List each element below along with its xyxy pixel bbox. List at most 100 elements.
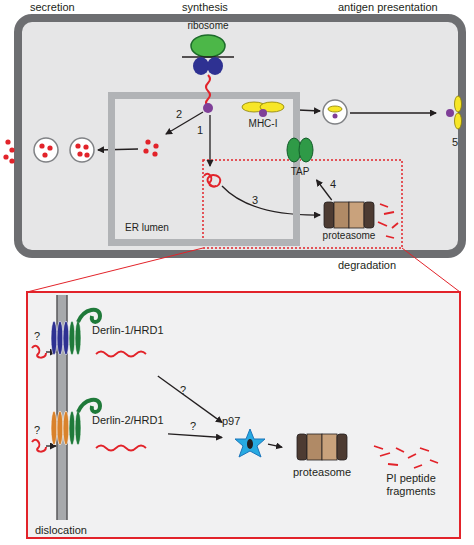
mrna: [182, 56, 234, 58]
dislocation-arrow: [46, 445, 56, 446]
cell-outline: [18, 18, 462, 254]
ribosome: ribosome: [170, 20, 246, 116]
peptide-fragments: [378, 204, 398, 238]
secreted-protein: [9, 158, 14, 163]
proteasome-cap: [337, 434, 347, 460]
misfolded-protein: [32, 440, 46, 452]
folded-protein: [145, 139, 150, 144]
connector-arrow: [317, 180, 332, 200]
derlin-helix: [63, 411, 69, 445]
folded-protein: [153, 143, 158, 148]
pathway-arrow: [222, 186, 320, 215]
secreted-protein: [5, 139, 10, 144]
callout-number: ?: [180, 384, 186, 397]
surface-mhc: [455, 96, 462, 112]
detail-panel: [27, 292, 460, 538]
derlin-complex: Derlin-2/HRD1: [48, 394, 168, 466]
proteasome: proteasome: [312, 200, 386, 246]
hrd1-helix: [75, 321, 81, 355]
node-label: proteasome: [312, 230, 386, 242]
annotation: antigen presentation: [338, 1, 438, 14]
proteasome-ring: [307, 434, 322, 460]
secreted-protein: [47, 145, 52, 150]
misfolded-protein: [32, 346, 46, 358]
secretory-vesicle: [70, 138, 94, 162]
secreted-protein: [83, 144, 88, 149]
proteasome-ring: [349, 202, 364, 228]
peptide-fragments: [374, 446, 438, 468]
callout-number: ?: [34, 330, 40, 343]
node-label: ER lumen: [125, 222, 169, 234]
secreted-protein: [42, 152, 47, 157]
tap-subunit: [299, 138, 313, 162]
p97-pore: [247, 439, 253, 449]
folded-protein: [143, 148, 148, 153]
annotation: degradation: [338, 259, 396, 272]
secreted-protein: [3, 154, 8, 159]
callout-number: 3: [252, 194, 258, 207]
pathway-arrow: [209, 115, 210, 166]
node-label: Derlin-1/HRD1: [92, 324, 164, 336]
p97-star: [235, 429, 265, 457]
node-label: ribosome: [170, 20, 246, 32]
folded-protein: [152, 151, 157, 156]
node-label: MHC-I: [232, 118, 294, 130]
secretory-vesicle: [34, 138, 58, 162]
zoom-line: [27, 248, 203, 292]
callout-number: 2: [176, 108, 182, 121]
p97-atpase: p97: [222, 415, 268, 463]
small-subunit: [207, 57, 223, 75]
secreted-protein: [9, 147, 14, 152]
proteasome-cap: [297, 434, 307, 460]
hrd1-ring-domain: [78, 310, 100, 322]
signal-peptide: [203, 103, 213, 113]
pathway-arrow: [350, 112, 436, 113]
mhc-molecule: [328, 106, 342, 112]
callout-number: ?: [34, 424, 40, 437]
nascent-chain: [206, 75, 210, 107]
surface-mhc: [455, 113, 462, 129]
mhc-light-chain: [259, 109, 267, 117]
connector-arrow: [268, 444, 282, 447]
connector-arrow: [158, 376, 222, 422]
proteasome-ring: [334, 202, 349, 228]
derlin-complex: Derlin-1/HRD1: [48, 304, 168, 376]
annotation: dislocation: [35, 524, 87, 537]
derlin-shape: [48, 394, 168, 466]
connector-arrow: [168, 434, 222, 438]
derlin-helix: [51, 411, 57, 445]
derlin-helix: [57, 321, 63, 355]
unfolded-chain: [96, 446, 146, 451]
zoom-line: [402, 248, 460, 292]
ribosome-shape: [170, 20, 246, 116]
node-label: Derlin-2/HRD1: [92, 414, 164, 426]
mhc-complex: MHC-I: [232, 98, 294, 134]
secreted-protein: [77, 151, 82, 156]
node-label: proteasome: [282, 466, 362, 478]
proteasome-cap: [324, 202, 334, 228]
callout-number: 4: [330, 178, 336, 191]
callout-number: 1: [197, 124, 203, 137]
hrd1-ring-domain: [78, 400, 100, 412]
callout-number: 5: [452, 136, 458, 149]
annotation: PI peptide fragments: [378, 472, 444, 498]
hrd1-helix: [69, 411, 75, 445]
mhc-light-chain: [446, 109, 454, 117]
hrd1-helix: [69, 321, 75, 355]
small-subunit: [193, 57, 209, 75]
mhc-light-chain: [333, 114, 338, 119]
derlin-helix: [63, 321, 69, 355]
secreted-protein: [75, 143, 80, 148]
zoom-region: [203, 160, 402, 248]
transport-vesicle: [323, 100, 347, 124]
annotation: secretion: [30, 1, 75, 14]
pathway-arrow: [298, 110, 320, 111]
tap-transporter: TAP: [282, 136, 318, 180]
node-label: p97: [222, 415, 240, 427]
proteasome-cap: [364, 202, 374, 228]
large-subunit: [191, 35, 225, 57]
derlin-helix: [51, 321, 57, 355]
